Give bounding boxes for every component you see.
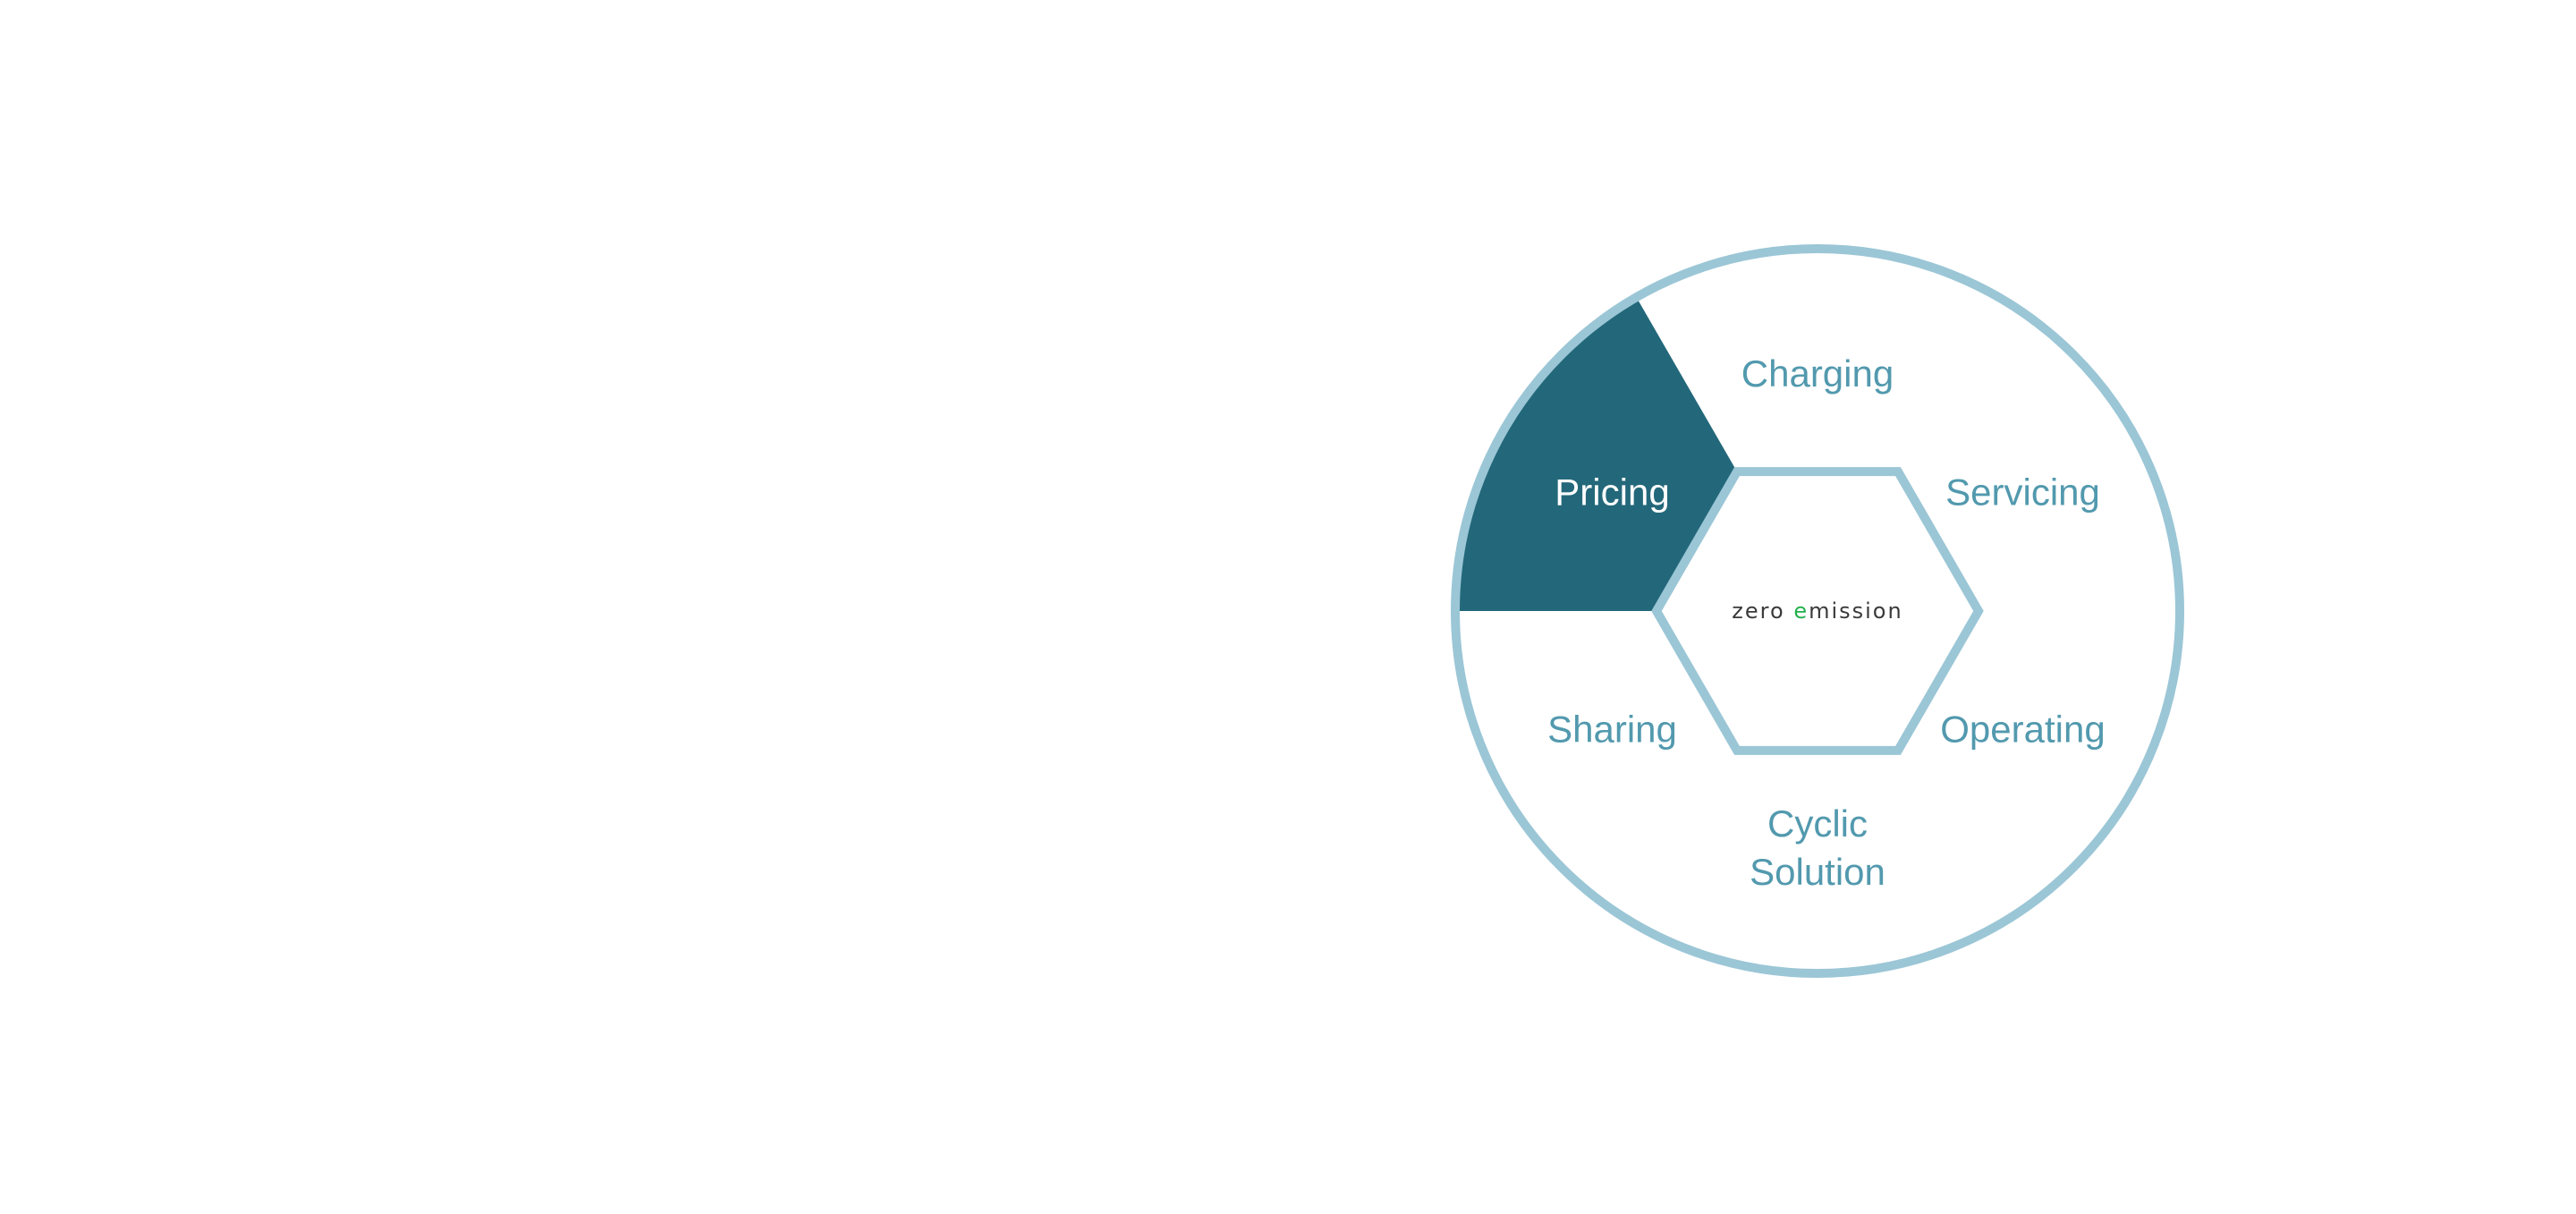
segments-layer	[1455, 297, 1737, 611]
logo-part-mission: mission	[1809, 599, 1903, 624]
segment-label-line: Sharing	[1547, 709, 1677, 751]
segment-label-line: Solution	[1750, 851, 1885, 893]
segment-label-line: Pricing	[1555, 471, 1669, 514]
segment-label-operating: Operating	[1940, 709, 2105, 751]
segment-label-line: Cyclic	[1767, 802, 1868, 845]
segment-pricing[interactable]	[1455, 297, 1737, 611]
logo-part-zero: zero	[1732, 599, 1793, 624]
segment-label-sharing: Sharing	[1547, 709, 1677, 751]
logo-part-e: e	[1793, 599, 1809, 624]
segment-label-pricing: Pricing	[1555, 471, 1669, 514]
zero-emission-logo: zero emission	[1732, 599, 1902, 624]
segment-label-line: Charging	[1741, 352, 1894, 395]
segment-label-charging: Charging	[1741, 352, 1894, 395]
segment-label-servicing: Servicing	[1945, 471, 2100, 514]
inner-hexagon	[1651, 467, 1984, 755]
outer-ring	[1451, 244, 2184, 978]
segment-label-line: Servicing	[1945, 471, 2100, 514]
segment-label-line: Operating	[1940, 709, 2105, 751]
